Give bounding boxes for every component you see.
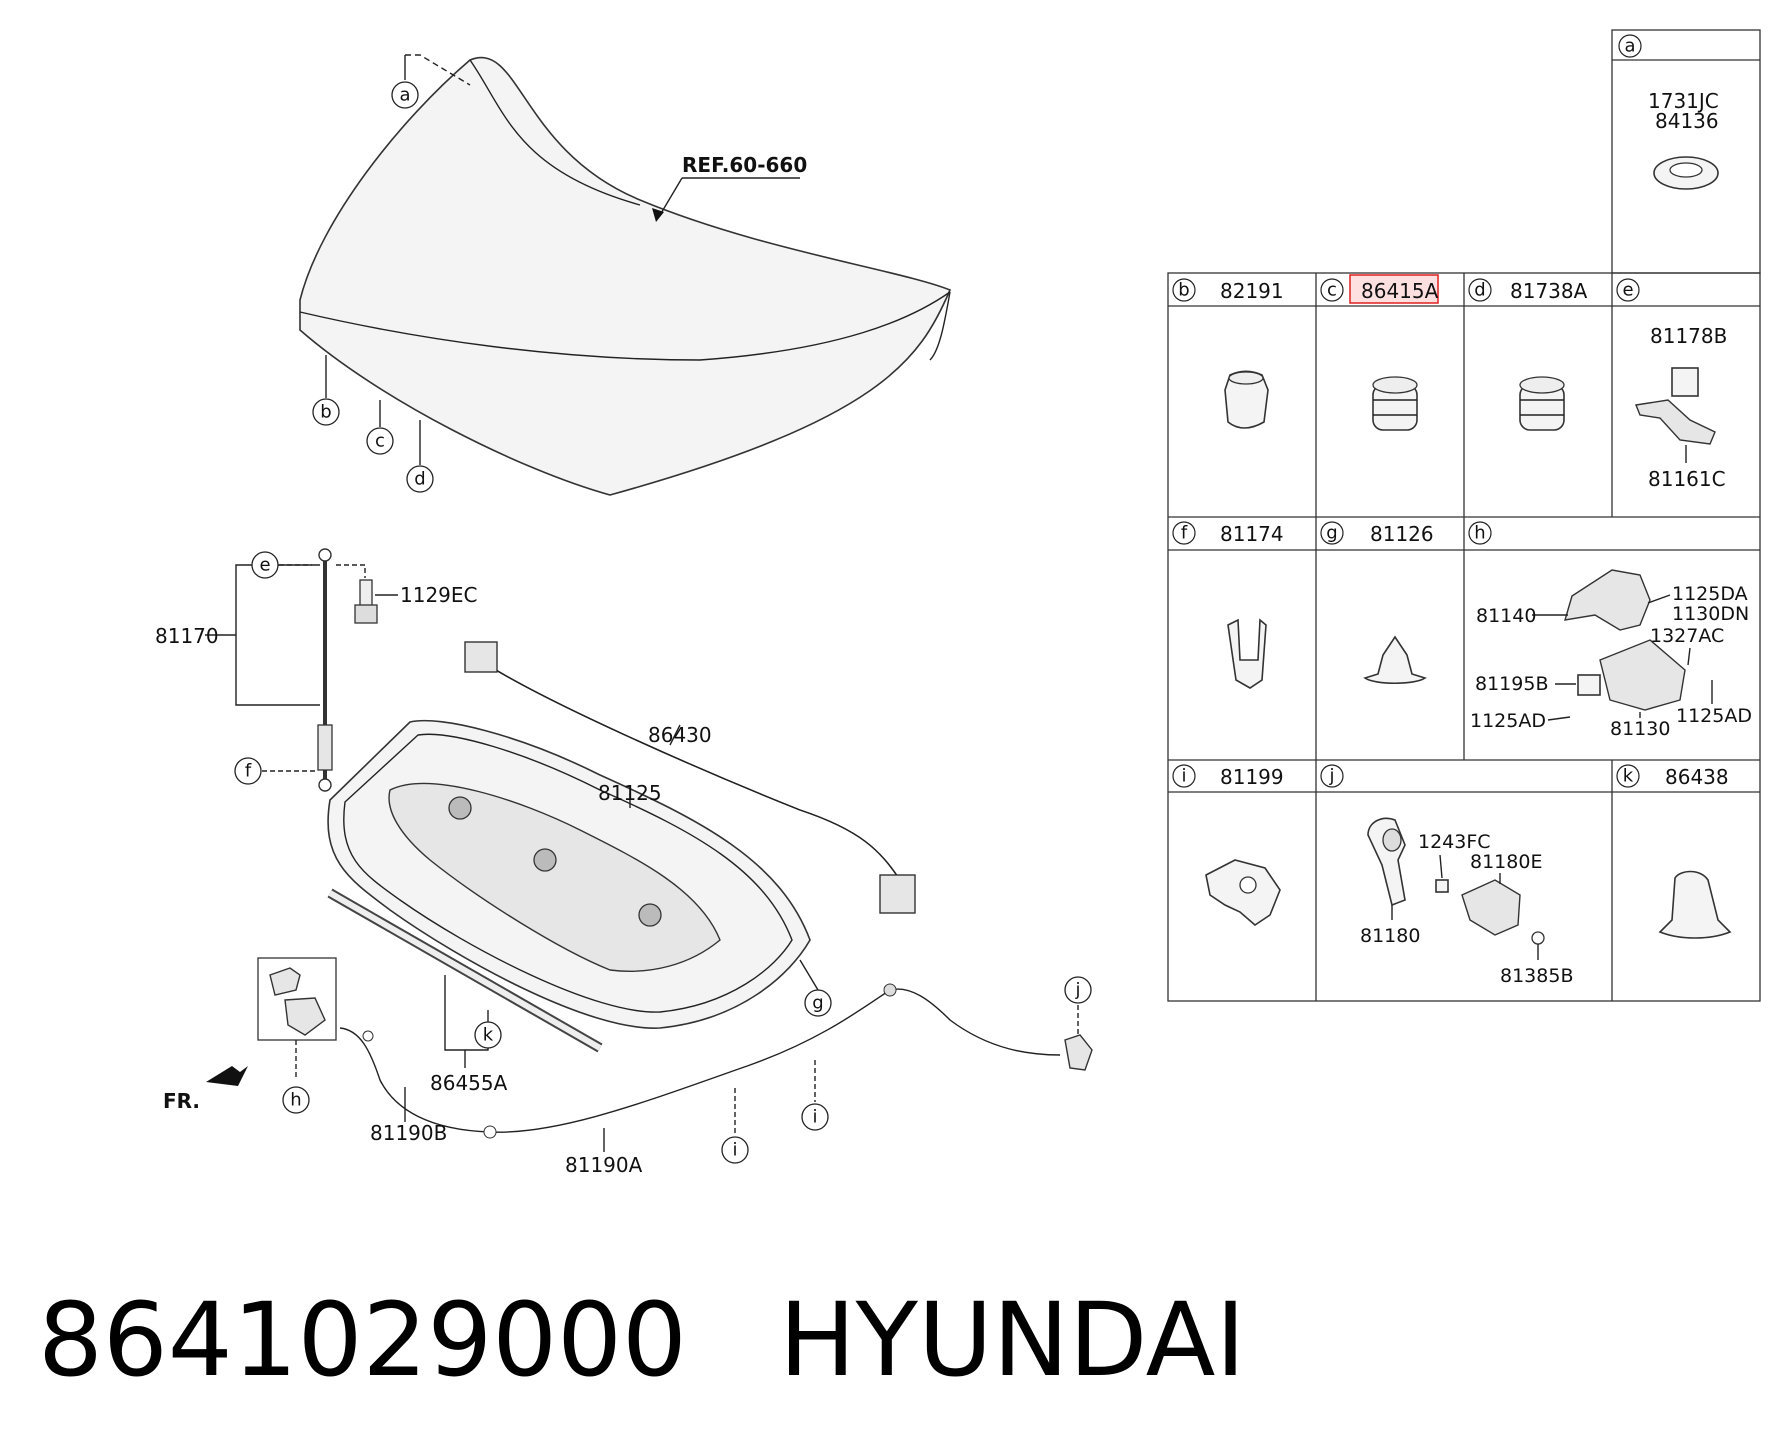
callout-g: g xyxy=(799,959,832,1017)
callout-k: k xyxy=(474,1021,502,1049)
callout-h: h xyxy=(282,1086,310,1114)
svg-text:81385B: 81385B xyxy=(1500,965,1573,987)
svg-text:i: i xyxy=(732,1140,737,1161)
svg-text:g: g xyxy=(1326,523,1337,544)
svg-text:b: b xyxy=(320,402,331,423)
svg-text:86455A: 86455A xyxy=(430,1071,508,1095)
callout-e: e xyxy=(251,551,366,579)
svg-text:c: c xyxy=(1327,280,1337,301)
latch-inset xyxy=(257,957,337,1080)
svg-text:j: j xyxy=(1328,766,1334,787)
callout-c: c xyxy=(366,400,394,455)
svg-text:i: i xyxy=(812,1107,817,1128)
svg-text:86430: 86430 xyxy=(648,723,712,747)
cell-a: a 1731JC 84136 xyxy=(1618,34,1719,190)
weatherstrip: 86455A xyxy=(327,888,603,1095)
svg-text:k: k xyxy=(1623,766,1634,787)
svg-text:h: h xyxy=(1474,523,1485,544)
svg-text:a: a xyxy=(1624,36,1635,57)
svg-text:86438: 86438 xyxy=(1665,765,1729,789)
brand-name: HYUNDAI xyxy=(778,1281,1246,1400)
part-number: 8641029000 xyxy=(38,1281,687,1400)
svg-text:82191: 82191 xyxy=(1220,279,1284,303)
parts-table xyxy=(1167,29,1761,1002)
handle-j xyxy=(1064,1005,1093,1071)
svg-text:81174: 81174 xyxy=(1220,522,1284,546)
hood-insulator: 81125 xyxy=(327,719,811,1029)
svg-text:i: i xyxy=(1181,766,1186,787)
highlight-box xyxy=(1349,274,1439,304)
cell-i: i 81199 xyxy=(1172,764,1284,927)
svg-text:f: f xyxy=(1181,523,1188,544)
hood-panel xyxy=(299,57,952,496)
bracket-81170: 81170 xyxy=(155,564,320,706)
svg-text:81190B: 81190B xyxy=(370,1121,447,1145)
svg-text:e: e xyxy=(259,555,270,576)
callout-b: b xyxy=(312,355,340,426)
bolt-1129EC: 1129EC xyxy=(354,579,478,624)
svg-text:1243FC: 1243FC xyxy=(1418,831,1491,853)
callout-j: j xyxy=(1064,976,1092,1004)
svg-text:1125DA: 1125DA xyxy=(1672,583,1748,605)
cell-e: e 81178B 81161C xyxy=(1616,278,1727,491)
svg-text:j: j xyxy=(1074,980,1080,1001)
svg-text:FR.: FR. xyxy=(163,1089,200,1113)
hood-seal: 86430 xyxy=(464,641,916,914)
cell-b: b 82191 xyxy=(1172,278,1284,429)
callout-a: a xyxy=(391,54,471,109)
svg-text:h: h xyxy=(290,1090,301,1111)
ref-label: REF.60-660 xyxy=(652,153,807,222)
cell-g: g 81126 xyxy=(1320,521,1434,684)
svg-text:e: e xyxy=(1622,280,1633,301)
svg-text:81199: 81199 xyxy=(1220,765,1284,789)
svg-text:84136: 84136 xyxy=(1655,109,1719,133)
svg-text:81180E: 81180E xyxy=(1470,851,1542,873)
callout-d: d xyxy=(406,420,434,493)
svg-text:1327AC: 1327AC xyxy=(1650,625,1724,647)
svg-text:1125AD: 1125AD xyxy=(1676,705,1752,727)
svg-text:81126: 81126 xyxy=(1370,522,1434,546)
svg-text:a: a xyxy=(399,85,410,106)
svg-text:81195B: 81195B xyxy=(1475,673,1548,695)
cell-f: f 81174 xyxy=(1172,521,1284,689)
callout-i-2: i xyxy=(801,1060,829,1131)
svg-text:REF.60-660: REF.60-660 xyxy=(682,153,807,177)
callout-i-1: i xyxy=(721,1088,749,1164)
svg-text:81140: 81140 xyxy=(1476,605,1536,627)
release-cable: 81190B 81190A xyxy=(339,983,1061,1177)
svg-text:d: d xyxy=(1474,280,1485,301)
cell-j: j 81180 1243FC 81180E 81385B xyxy=(1320,764,1573,987)
svg-text:81178B: 81178B xyxy=(1650,324,1727,348)
svg-text:b: b xyxy=(1178,280,1189,301)
svg-text:81190A: 81190A xyxy=(565,1153,643,1177)
svg-text:d: d xyxy=(414,469,425,490)
svg-text:1731JC: 1731JC xyxy=(1648,89,1719,113)
svg-text:k: k xyxy=(483,1025,494,1046)
svg-text:81125: 81125 xyxy=(598,781,662,805)
svg-text:1130DN: 1130DN xyxy=(1672,603,1749,625)
svg-text:81130: 81130 xyxy=(1610,718,1670,740)
svg-text:c: c xyxy=(375,431,385,452)
cell-c: c 86415A xyxy=(1320,274,1439,431)
svg-text:86415A: 86415A xyxy=(1361,279,1439,303)
cell-k: k 86438 xyxy=(1616,764,1732,939)
callout-f: f xyxy=(234,757,318,785)
svg-text:81170: 81170 xyxy=(155,624,219,648)
cell-d: d 81738A xyxy=(1468,278,1588,431)
stay-rod xyxy=(317,548,333,792)
svg-text:81738A: 81738A xyxy=(1510,279,1588,303)
front-arrow: FR. xyxy=(163,1066,248,1113)
cell-h: h 81140 1125DA 1130DN 1327AC 81195B 1125… xyxy=(1468,521,1752,740)
svg-text:81180: 81180 xyxy=(1360,925,1420,947)
svg-text:1129EC: 1129EC xyxy=(400,583,478,607)
svg-text:g: g xyxy=(812,993,823,1014)
svg-text:f: f xyxy=(245,761,252,782)
svg-text:1125AD: 1125AD xyxy=(1470,710,1546,732)
svg-text:81161C: 81161C xyxy=(1648,467,1726,491)
